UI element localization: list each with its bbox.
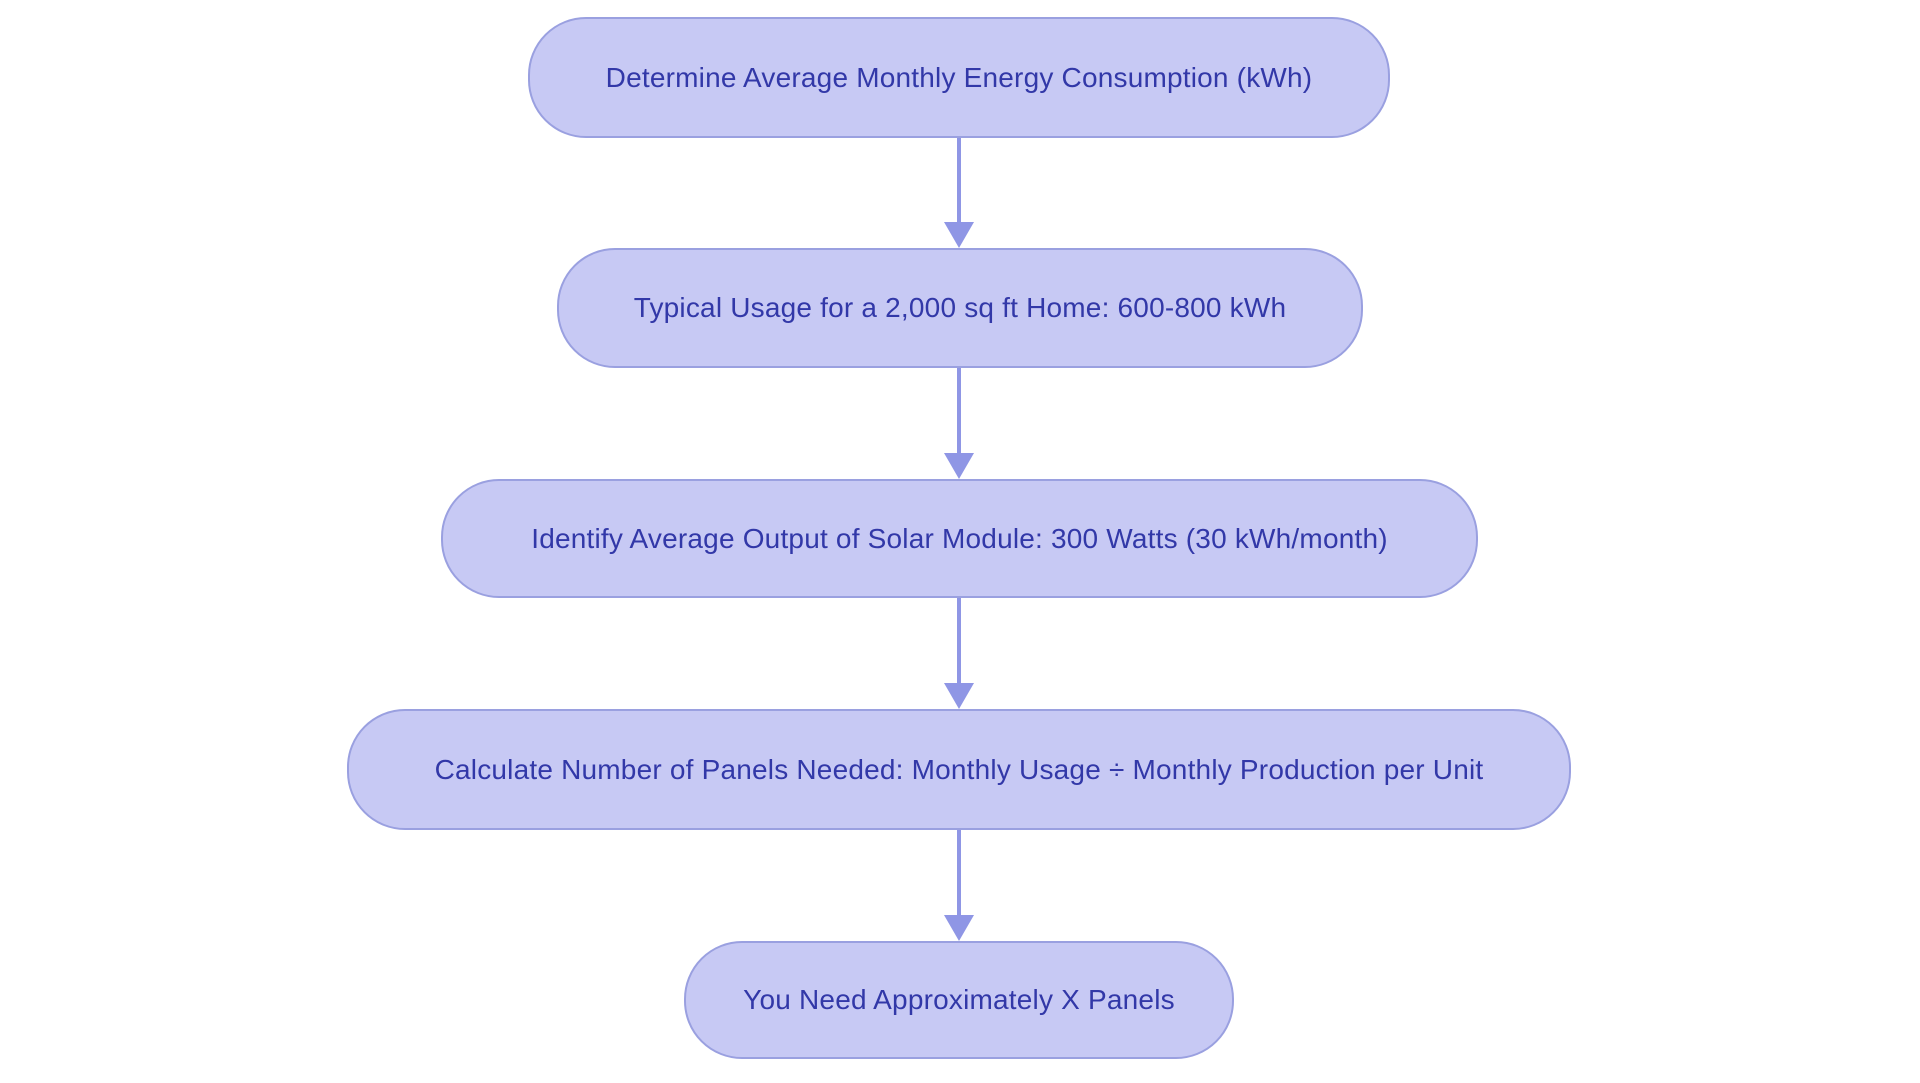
connector-arrow-3-4 [944, 598, 974, 709]
arrow-shaft [957, 138, 961, 224]
flow-node-label: Calculate Number of Panels Needed: Month… [434, 753, 1484, 785]
flow-node-label: Typical Usage for a 2,000 sq ft Home: 60… [633, 292, 1287, 324]
arrow-shaft [957, 368, 961, 455]
connector-arrow-4-5 [944, 830, 974, 941]
flow-node-label: Identify Average Output of Solar Module:… [531, 522, 1388, 554]
flow-node-label: Determine Average Monthly Energy Consump… [605, 61, 1313, 93]
arrow-shaft [957, 830, 961, 917]
arrow-shaft [957, 598, 961, 685]
flow-node-label: You Need Approximately X Panels [743, 984, 1175, 1016]
connector-arrow-2-3 [944, 368, 974, 479]
arrow-down-icon [944, 453, 974, 479]
arrow-down-icon [944, 222, 974, 248]
arrow-down-icon [944, 683, 974, 709]
flow-node-result: You Need Approximately X Panels [684, 941, 1234, 1059]
flow-node-calculate-panels: Calculate Number of Panels Needed: Month… [347, 709, 1571, 830]
connector-arrow-1-2 [944, 138, 974, 248]
arrow-down-icon [944, 915, 974, 941]
flow-node-energy-consumption: Determine Average Monthly Energy Consump… [528, 17, 1390, 138]
flow-node-typical-usage: Typical Usage for a 2,000 sq ft Home: 60… [557, 248, 1363, 368]
flow-node-module-output: Identify Average Output of Solar Module:… [441, 479, 1478, 598]
